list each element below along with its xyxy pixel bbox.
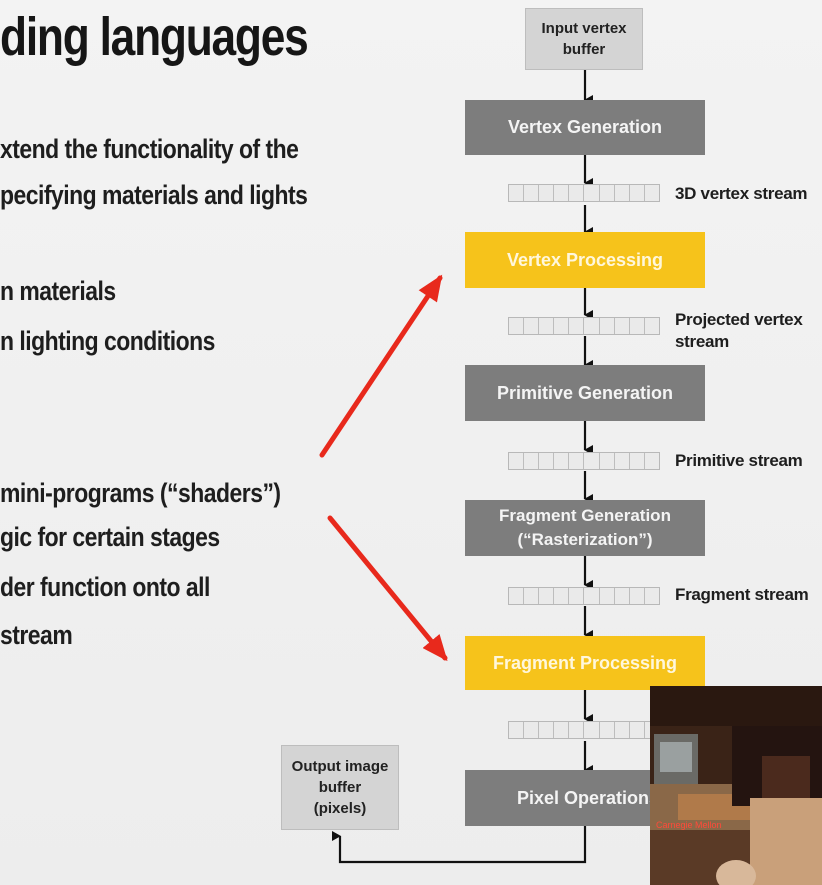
stream-label-primitive-line-1: Primitive stream — [675, 451, 803, 470]
stream-label-3d-vertex: 3D vertex stream — [675, 183, 808, 205]
output-image-buffer: Output image buffer (pixels) — [281, 745, 399, 830]
stage-vertex-processing: Vertex Processing — [465, 232, 705, 288]
stage-fragment-generation-sublabel: (“Rasterization”) — [517, 530, 653, 549]
pixel-stream-bar — [508, 721, 660, 739]
bullet-line-6: gic for certain stages — [0, 522, 220, 552]
stage-vertex-generation: Vertex Generation — [465, 100, 705, 155]
input-vertex-buffer: Input vertex buffer — [525, 8, 643, 70]
bullet-line-7: der function onto all — [0, 572, 210, 602]
bullet-line-2: pecifying materials and lights — [0, 180, 308, 210]
stream-label-fragment: Fragment stream — [675, 584, 809, 606]
stage-fragment-generation: Fragment Generation (“Rasterization”) — [465, 500, 705, 556]
slide-title: ding languages — [0, 7, 309, 67]
stage-primitive-generation: Primitive Generation — [465, 365, 705, 421]
stage-fragment-generation-label: Fragment Generation — [499, 506, 671, 525]
stage-vertex-generation-label: Vertex Generation — [507, 117, 663, 137]
fragment-stream-bar — [508, 587, 660, 605]
bullet-line-5: mini-programs (“shaders”) — [0, 478, 281, 508]
lecturer-video-overlay: Carnegie Mellon — [650, 686, 822, 885]
bullet-line-4: n lighting conditions — [0, 326, 215, 356]
projected-vertex-stream-bar — [508, 317, 660, 335]
connector-pixel-ops-to-output — [332, 826, 587, 864]
stage-pixel-operations-label: Pixel Operations — [517, 787, 660, 808]
video-overlay-label: Carnegie Mellon — [656, 820, 722, 830]
input-buffer-line-2: buffer — [562, 41, 606, 58]
stream-label-fragment-line-1: Fragment stream — [675, 585, 809, 604]
red-arrow-to-fragment-processing — [327, 515, 448, 662]
stream-label-primitive: Primitive stream — [675, 450, 803, 472]
stream-label-projected-vertex: Projected vertex stream — [675, 309, 803, 353]
red-arrow-to-vertex-processing — [319, 274, 443, 458]
bullet-line-3: n materials — [0, 276, 116, 306]
stream-label-3d-vertex-line-1: 3D vertex stream — [675, 184, 808, 203]
bullet-line-8: stream — [0, 620, 73, 650]
stage-vertex-processing-label: Vertex Processing — [506, 249, 664, 270]
primitive-stream-bar — [508, 452, 660, 470]
stage-fragment-processing: Fragment Processing — [465, 636, 705, 690]
stage-fragment-processing-label: Fragment Processing — [492, 652, 678, 673]
input-buffer-line-1: Input vertex — [541, 20, 627, 37]
output-buffer-line-3: (pixels) — [313, 800, 367, 817]
stage-primitive-generation-label: Primitive Generation — [496, 382, 674, 403]
lecture-room-scene: Carnegie Mellon — [650, 686, 822, 885]
output-buffer-line-1: Output image — [291, 758, 389, 775]
output-buffer-line-2: buffer — [318, 779, 362, 796]
stream-label-projected-line-1: Projected vertex — [675, 310, 803, 329]
vertex-stream-bar — [508, 184, 660, 202]
stream-label-projected-line-2: stream — [675, 332, 729, 351]
bullet-line-1: xtend the functionality of the — [0, 134, 299, 164]
